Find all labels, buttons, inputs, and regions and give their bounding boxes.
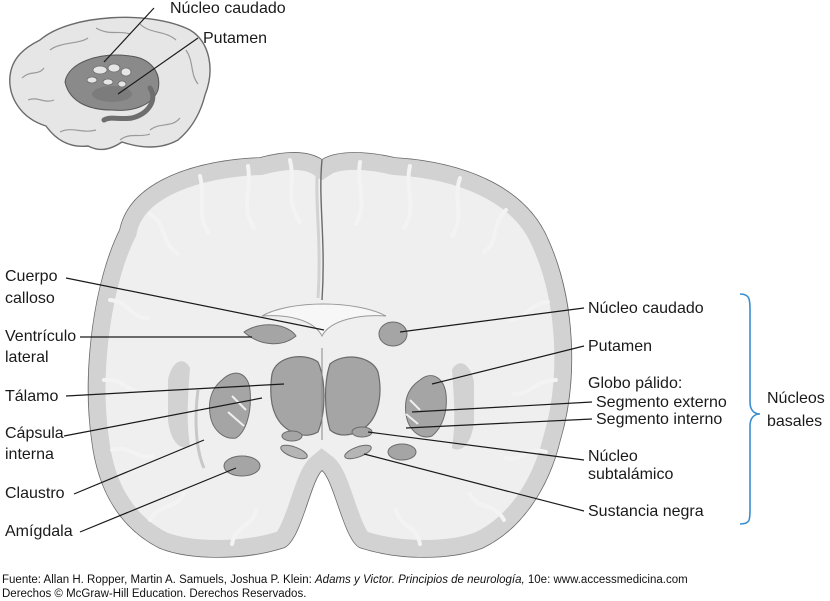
- leader-putamen: [431, 345, 585, 385]
- coronal-section: [87, 152, 573, 558]
- leader-capsula: [63, 397, 263, 437]
- label-segmento-interno: Segmento interno: [596, 411, 722, 428]
- source-credit: Fuente: Allan H. Ropper, Martin A. Samue…: [2, 574, 688, 586]
- label-putamen: Putamen: [588, 338, 652, 355]
- thalamus-right: [324, 356, 381, 436]
- label-capsula-1: Cápsula: [5, 425, 64, 442]
- label-segmento-externo: Segmento externo: [596, 394, 727, 411]
- claustrum-left: [194, 389, 206, 469]
- leader-subtalamico: [367, 431, 585, 461]
- amygdala-right: [387, 443, 417, 461]
- leader-sustancia: [363, 453, 585, 512]
- inset-label-caudate: Núcleo caudado: [170, 0, 286, 17]
- label-subtalamico-1: Núcleo: [588, 448, 638, 465]
- leader-cuerpo-calloso: [65, 277, 325, 331]
- caudate-right: [378, 321, 408, 347]
- section-outline: [87, 152, 573, 558]
- label-sustancia-negra: Sustancia negra: [588, 503, 704, 520]
- leader-seg-externo: [411, 401, 593, 413]
- leader-talamo: [65, 383, 285, 397]
- label-talamo: Tálamo: [5, 388, 58, 405]
- leader-seg-interno: [405, 418, 593, 429]
- credit-book-title: Adams y Victor. Principios de neurología…: [315, 574, 525, 586]
- inset-caudate-tail: [101, 85, 156, 123]
- globus-pallidus-right: [405, 399, 421, 425]
- inset-leader-caudate: [103, 7, 155, 63]
- substantia-nigra-left: [280, 444, 308, 460]
- label-subtalamico-2: subtalámico: [588, 466, 673, 483]
- label-nucleos: Núcleos: [767, 390, 825, 407]
- label-ventriculo-1: Ventrículo: [5, 328, 76, 345]
- thalamus-left: [270, 356, 325, 436]
- label-capsula-2: interna: [5, 446, 54, 463]
- label-nucleo-caudado: Núcleo caudado: [588, 300, 704, 317]
- label-ventriculo-2: lateral: [5, 349, 49, 366]
- inset-label-putamen: Putamen: [203, 30, 267, 47]
- substantia-nigra-right: [344, 444, 372, 460]
- credit-suffix: 10e: www.accessmedicina.com: [524, 574, 688, 586]
- basal-ganglia-bracket: [739, 293, 761, 525]
- inset-leader-putamen: [117, 37, 199, 95]
- lateral-ventricle-left: [243, 324, 297, 345]
- amygdala-left: [223, 455, 261, 477]
- credit-prefix: Fuente: Allan H. Ropper, Martin A. Samue…: [2, 574, 316, 586]
- label-basales: basales: [767, 413, 822, 430]
- leader-claustro: [73, 439, 205, 495]
- label-globo-palido: Globo pálido:: [588, 375, 682, 392]
- label-cuerpo-calloso-2: calloso: [5, 290, 55, 307]
- label-cuerpo-calloso-1: Cuerpo: [5, 268, 58, 285]
- leader-amigdala: [79, 467, 237, 533]
- rights-credit: Derechos © McGraw-Hill Education. Derech…: [2, 588, 307, 600]
- label-amigdala: Amígdala: [5, 523, 73, 540]
- corpus-callosum: [261, 303, 387, 338]
- leader-caudado: [399, 307, 585, 333]
- inset-brain: [9, 16, 211, 151]
- label-claustro: Claustro: [5, 485, 65, 502]
- subthalamic-left: [281, 430, 303, 442]
